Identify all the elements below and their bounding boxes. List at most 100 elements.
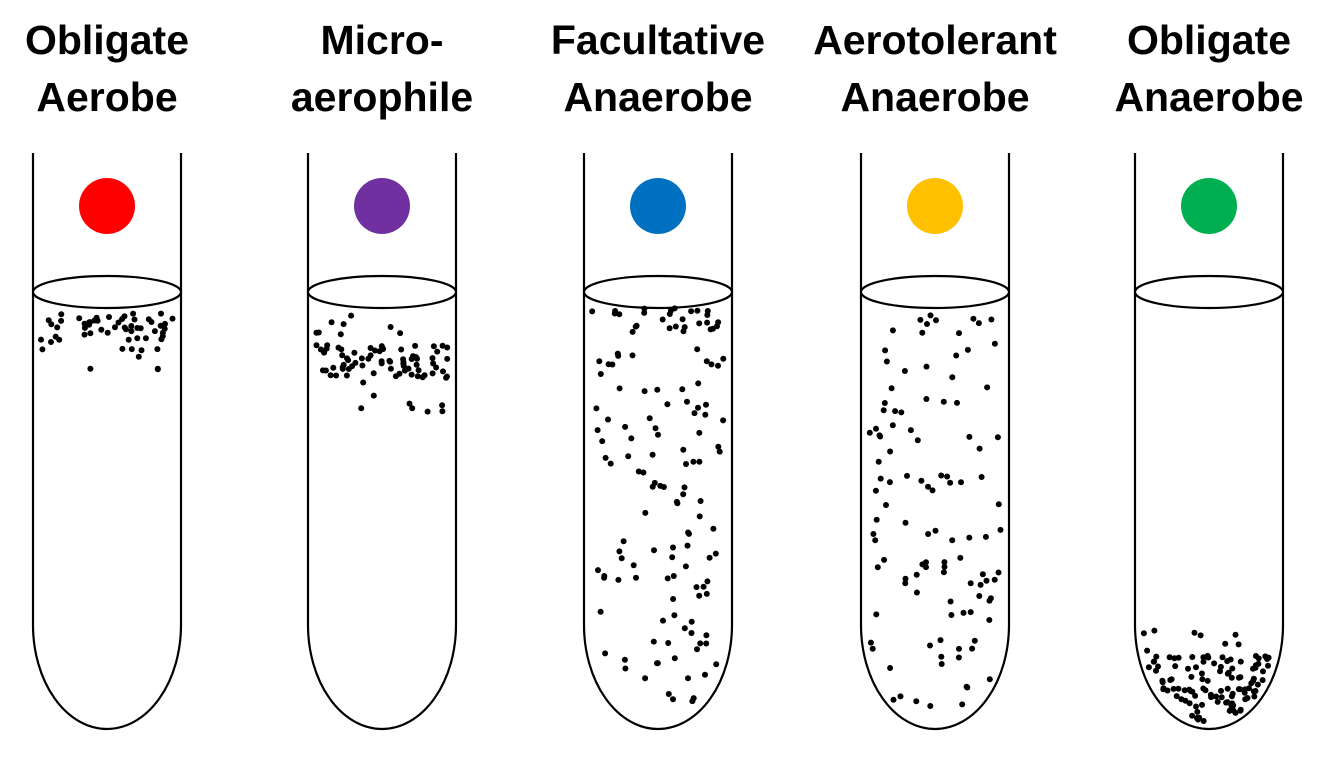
bacteria-dot <box>670 696 676 703</box>
bacteria-dot <box>54 324 61 331</box>
bacteria-dot <box>351 349 358 356</box>
bacteria-dot <box>679 316 686 323</box>
bacteria-dot <box>1211 660 1218 667</box>
bacteria-dot <box>614 350 621 357</box>
bacteria-dot <box>367 345 374 351</box>
bacteria-dot <box>443 374 450 381</box>
bacteria-dot <box>444 355 451 362</box>
bacteria-dot <box>616 548 623 555</box>
bacteria-dot <box>349 363 355 370</box>
bacteria-dot <box>607 460 614 467</box>
bacteria-dot <box>48 321 55 328</box>
bacteria-dot <box>348 312 355 319</box>
bacteria-dot <box>966 534 973 541</box>
medium-surface <box>306 274 458 310</box>
bacteria-dot <box>986 676 993 683</box>
bacteria-dot <box>1259 677 1266 684</box>
bacteria-dot <box>919 329 926 336</box>
bacteria-dot <box>657 482 664 489</box>
bacteria-dot <box>873 611 880 618</box>
bacteria-dot <box>694 346 701 353</box>
bacteria-dot <box>706 554 713 561</box>
bacteria-dot <box>1223 699 1230 706</box>
bacteria-dot <box>888 385 895 392</box>
color-indicator-dot <box>907 178 963 234</box>
bacteria-dot <box>621 656 628 663</box>
bacteria-dot <box>130 310 137 317</box>
tube-label-line1: Facultative <box>551 17 765 63</box>
bacteria-dot <box>104 329 111 336</box>
bacteria-dot <box>616 385 623 392</box>
bacteria-dot <box>1159 679 1166 686</box>
bacteria-dot <box>628 435 635 442</box>
bacteria-dot <box>875 458 882 465</box>
bacteria-dot <box>38 336 44 343</box>
bacteria-dot <box>966 433 973 440</box>
bacteria-dot <box>902 580 909 587</box>
bacteria-dot <box>696 320 703 327</box>
bacteria-dot <box>324 342 331 349</box>
bacteria-dot <box>48 339 54 345</box>
bacteria-dot <box>401 367 408 374</box>
bacteria-dot <box>444 344 451 351</box>
bacteria-dot <box>944 473 951 480</box>
bacteria-dot <box>642 675 649 682</box>
bacteria-dot <box>672 323 679 330</box>
bacteria-dot <box>892 408 899 415</box>
bacteria-dot <box>397 330 404 337</box>
bacteria-dot <box>602 650 609 657</box>
bacteria-dot <box>128 346 135 353</box>
bacteria-dot <box>86 321 93 328</box>
bacteria-dot <box>1251 693 1258 700</box>
bacteria-dot <box>358 405 365 412</box>
bacteria-dot <box>98 326 105 333</box>
bacteria-dot <box>605 416 611 423</box>
bacteria-dot <box>1260 668 1266 675</box>
bacteria-dot <box>625 453 632 460</box>
bacteria-dot <box>703 358 710 365</box>
bacteria-dot <box>400 356 407 363</box>
bacteria-dot <box>115 319 122 326</box>
bacteria-dot <box>1224 670 1231 677</box>
bacteria-dot <box>641 309 648 316</box>
bacteria-dot <box>664 575 671 582</box>
bacteria-dot <box>1199 676 1206 683</box>
bacteria-dot <box>666 325 673 332</box>
bacteria-dot <box>640 469 647 476</box>
bacteria-dot <box>670 573 677 579</box>
bacteria-dot <box>335 344 342 351</box>
bacteria-dot <box>918 477 925 484</box>
bacteria-dot <box>669 554 676 561</box>
tube-label-line2: Anaerobe <box>1114 74 1303 120</box>
bacteria-dot <box>673 498 680 505</box>
bacteria-dot <box>345 357 352 364</box>
bacteria-dot <box>1218 687 1224 694</box>
bacteria-dot <box>681 484 688 491</box>
bacteria-dot <box>883 502 889 508</box>
bacteria-dot <box>58 311 65 318</box>
bacteria-dot <box>941 559 948 566</box>
bacteria-dot <box>1217 663 1224 670</box>
tube-label-line1: Micro- <box>321 17 444 63</box>
bacteria-dot <box>1164 687 1171 694</box>
bacteria-dot <box>1265 654 1272 661</box>
bacteria-dot <box>1166 654 1173 661</box>
bacteria-dot <box>409 405 416 412</box>
bacteria-dot <box>398 346 405 353</box>
bacteria-dot <box>387 365 394 372</box>
bacteria-dot <box>964 346 971 353</box>
bacteria-dot <box>1228 674 1235 681</box>
bacteria-dot <box>695 380 702 387</box>
bacteria-dot <box>696 429 703 436</box>
bacteria-dot <box>76 315 83 322</box>
bacteria-dot <box>81 320 88 327</box>
bacteria-dot <box>1254 681 1261 688</box>
bacteria-dot <box>710 525 717 532</box>
bacteria-dot <box>872 487 879 494</box>
bacteria-dot <box>984 384 991 391</box>
bacteria-dot <box>1172 663 1179 670</box>
bacteria-dot <box>1237 674 1244 681</box>
bacteria-dot <box>937 637 944 644</box>
bacteria-dot <box>121 313 128 320</box>
bacteria-dot <box>665 691 672 697</box>
